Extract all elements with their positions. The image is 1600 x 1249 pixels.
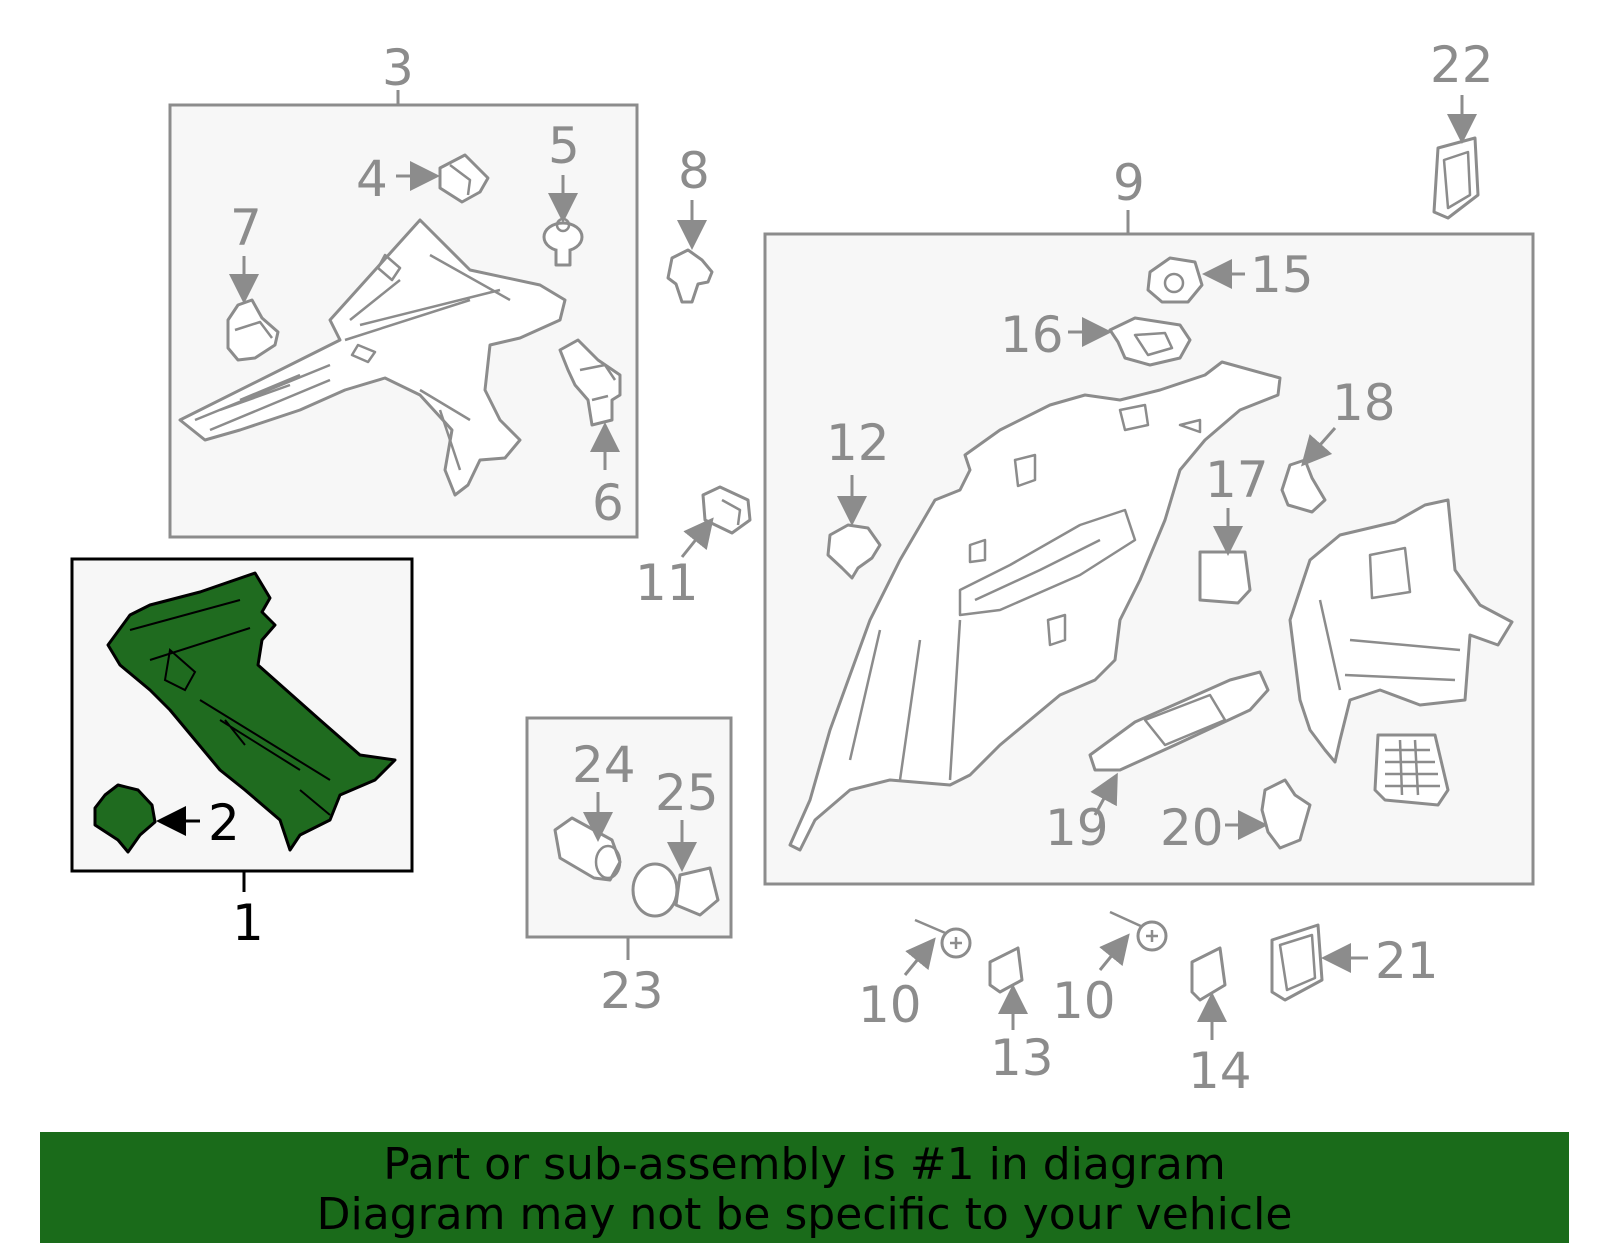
callout-3[interactable]: 3 [382, 39, 414, 97]
part-13-pad[interactable] [988, 946, 1024, 994]
part-10-screw-a[interactable] [914, 918, 972, 959]
vent-grille[interactable] [1373, 733, 1450, 807]
part-19-handle[interactable] [1088, 670, 1270, 772]
callout-16[interactable]: 16 [1000, 306, 1064, 364]
part-17-cover[interactable] [1198, 550, 1252, 605]
part-5-push-pin[interactable] [542, 217, 584, 267]
banner-line-2: Diagram may not be specific to your vehi… [316, 1189, 1293, 1240]
quarter-trim-panel[interactable] [788, 360, 1282, 852]
part-11-clip[interactable] [701, 485, 752, 535]
callout-2[interactable]: 2 [208, 794, 240, 852]
part-21-cover[interactable] [1270, 923, 1324, 1002]
part-8-push-pin[interactable] [666, 248, 714, 304]
callout-20[interactable]: 20 [1160, 799, 1224, 857]
callout-11[interactable]: 11 [635, 554, 699, 612]
callout-1[interactable]: 1 [232, 894, 264, 952]
callout-10b[interactable]: 10 [1052, 972, 1116, 1030]
callout-12[interactable]: 12 [826, 414, 890, 472]
part-7-bracket[interactable] [226, 298, 280, 362]
part-24-socket[interactable] [553, 816, 622, 882]
callout-6[interactable]: 6 [592, 474, 624, 532]
callout-18[interactable]: 18 [1332, 374, 1396, 432]
part-4-clip[interactable] [438, 153, 490, 204]
info-banner: Part or sub-assembly is #1 in diagram Di… [40, 1132, 1569, 1243]
part-25-cap[interactable] [631, 862, 720, 918]
callout-21[interactable]: 21 [1375, 932, 1439, 990]
part-16-bezel[interactable] [1108, 316, 1192, 367]
callout-17[interactable]: 17 [1205, 451, 1269, 509]
part-15-grommet[interactable] [1146, 256, 1204, 304]
callout-15[interactable]: 15 [1250, 246, 1314, 304]
callout-13[interactable]: 13 [990, 1029, 1054, 1087]
part-12-clip[interactable] [826, 523, 882, 580]
callout-4[interactable]: 4 [356, 150, 388, 208]
callout-24[interactable]: 24 [572, 736, 636, 794]
part-10-screw-b[interactable] [1109, 910, 1168, 952]
part-22-cover[interactable] [1432, 136, 1480, 220]
callout-5[interactable]: 5 [548, 117, 580, 175]
callout-22[interactable]: 22 [1430, 36, 1494, 94]
rear-side-trim[interactable] [1288, 498, 1514, 764]
callout-10a[interactable]: 10 [858, 976, 922, 1034]
part-14-pad[interactable] [1190, 946, 1227, 1002]
part-6-bracket[interactable] [558, 338, 622, 427]
callout-14[interactable]: 14 [1188, 1042, 1252, 1100]
callout-19[interactable]: 19 [1045, 799, 1109, 857]
callout-7[interactable]: 7 [230, 199, 262, 257]
callout-8[interactable]: 8 [678, 142, 710, 200]
callout-9[interactable]: 9 [1113, 154, 1145, 212]
callout-23[interactable]: 23 [600, 962, 664, 1020]
banner-line-1: Part or sub-assembly is #1 in diagram [383, 1139, 1226, 1190]
callout-25[interactable]: 25 [655, 764, 719, 822]
part-2-plug[interactable] [93, 783, 157, 854]
part-1-wheelhouse-extension[interactable] [106, 571, 397, 852]
wheelhouse-panel[interactable] [178, 218, 567, 497]
